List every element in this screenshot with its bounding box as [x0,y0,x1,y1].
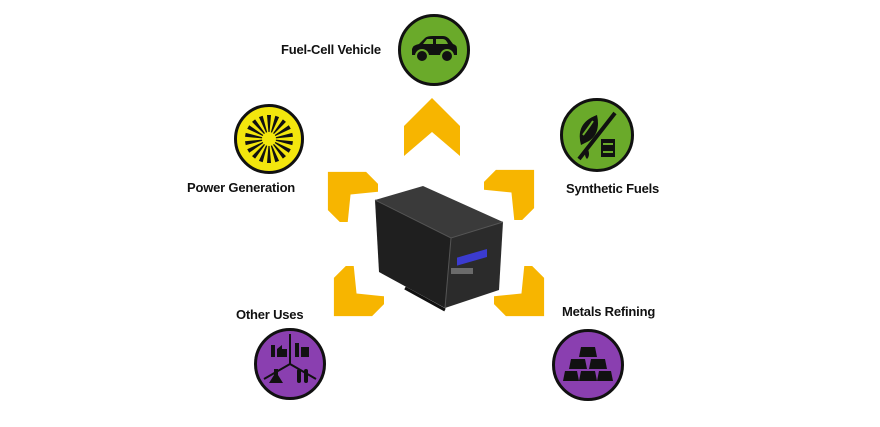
fuel-cell-vehicle-circle [398,14,470,86]
arrow-to-metals-refining [494,266,545,317]
other-uses-circle [254,328,326,400]
metal-ingots-icon [563,347,613,381]
arrow-to-other-uses [333,266,384,317]
arrow-up-to-vehicle [404,98,460,156]
label-metals-refining: Metals Refining [562,304,656,319]
label-power-generation: Power Generation [187,180,296,195]
arrow-to-synthetic-fuels [484,169,535,220]
turbine-icon [245,115,293,163]
arrow-to-power-generation [327,171,378,222]
synthetic-fuels-circle [560,98,634,172]
industry-lab-icon [263,334,317,383]
leaf-fuel-icon [577,111,617,161]
label-synthetic-fuels: Synthetic Fuels [566,181,660,196]
car-icon [412,36,457,63]
power-generation-circle [234,104,304,174]
metals-refining-circle [552,329,624,401]
label-other-uses: Other Uses [236,307,304,322]
electrolyzer-unit-icon [374,186,504,312]
label-fuel-cell-vehicle: Fuel-Cell Vehicle [281,42,381,57]
